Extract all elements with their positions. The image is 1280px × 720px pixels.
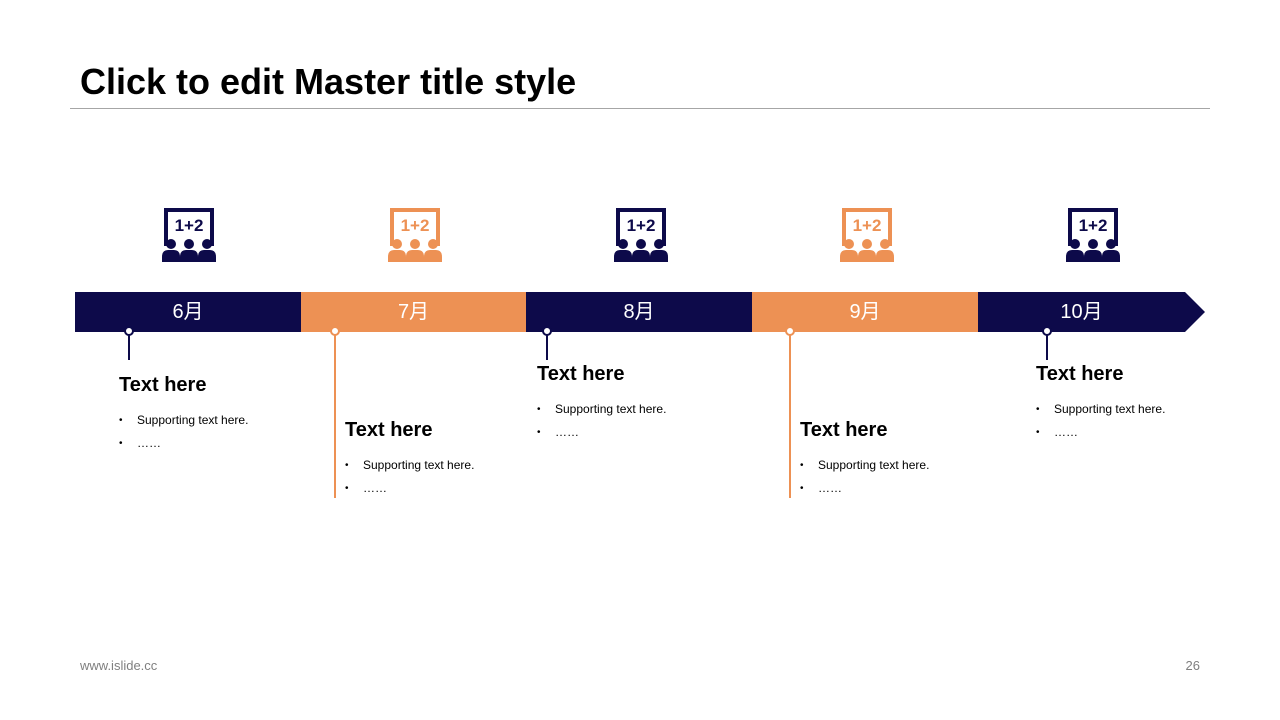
- svg-text:1+2: 1+2: [175, 216, 204, 235]
- connector-line: [1046, 332, 1048, 360]
- bullet-item: Supporting text here.: [537, 398, 727, 421]
- bullet-item: ……: [119, 432, 309, 455]
- timeline-item-8: Text here Supporting text here. ……: [537, 362, 727, 444]
- timeline-arrowhead: [1184, 292, 1206, 332]
- classroom-icon: 1+2: [838, 206, 896, 264]
- svg-text:1+2: 1+2: [627, 216, 656, 235]
- timeline-item-6: Text here Supporting text here. ……: [119, 373, 309, 455]
- classroom-icon: 1+2: [386, 206, 444, 264]
- bullet-list: Supporting text here. ……: [537, 398, 727, 444]
- classroom-icon: 1+2: [612, 206, 670, 264]
- slide-title: Click to edit Master title style: [80, 61, 577, 102]
- title-divider: [70, 108, 1210, 109]
- svg-text:1+2: 1+2: [853, 216, 882, 235]
- bullet-item: ……: [1036, 421, 1226, 444]
- timeline-node: [330, 326, 340, 336]
- connector-line: [546, 332, 548, 360]
- item-heading: Text here: [537, 363, 625, 385]
- month-segment-6: 6月: [75, 292, 301, 332]
- bullet-item: Supporting text here.: [345, 454, 535, 477]
- bullet-item: Supporting text here.: [800, 454, 990, 477]
- item-heading: Text here: [345, 419, 433, 441]
- connector-line: [334, 332, 336, 498]
- bullet-item: ……: [800, 477, 990, 500]
- month-segment-7: 7月: [301, 292, 526, 332]
- timeline-item-9: Text here Supporting text here. ……: [800, 418, 990, 500]
- classroom-icon: 1+2: [160, 206, 218, 264]
- bullet-item: ……: [345, 477, 535, 500]
- item-heading: Text here: [119, 374, 207, 396]
- connector-line: [128, 332, 130, 360]
- bullet-list: Supporting text here. ……: [119, 409, 309, 455]
- timeline-node: [1042, 326, 1052, 336]
- svg-text:1+2: 1+2: [401, 216, 430, 235]
- bullet-list: Supporting text here. ……: [800, 454, 990, 500]
- timeline-node: [124, 326, 134, 336]
- month-segment-10: 10月: [978, 292, 1185, 332]
- item-heading: Text here: [1036, 363, 1124, 385]
- bullet-list: Supporting text here. ……: [345, 454, 535, 500]
- bullet-item: Supporting text here.: [119, 409, 309, 432]
- timeline-item-10: Text here Supporting text here. ……: [1036, 362, 1226, 444]
- item-heading: Text here: [800, 419, 888, 441]
- page-number: 26: [1185, 658, 1200, 673]
- footer-url[interactable]: www.islide.cc: [80, 658, 158, 673]
- bullet-item: Supporting text here.: [1036, 398, 1226, 421]
- month-segment-9: 9月: [752, 292, 978, 332]
- svg-text:1+2: 1+2: [1079, 216, 1108, 235]
- timeline-node: [785, 326, 795, 336]
- connector-line: [789, 332, 791, 498]
- timeline-item-7: Text here Supporting text here. ……: [345, 418, 535, 500]
- month-segment-8: 8月: [526, 292, 752, 332]
- bullet-list: Supporting text here. ……: [1036, 398, 1226, 444]
- bullet-item: ……: [537, 421, 727, 444]
- timeline-node: [542, 326, 552, 336]
- classroom-icon: 1+2: [1064, 206, 1122, 264]
